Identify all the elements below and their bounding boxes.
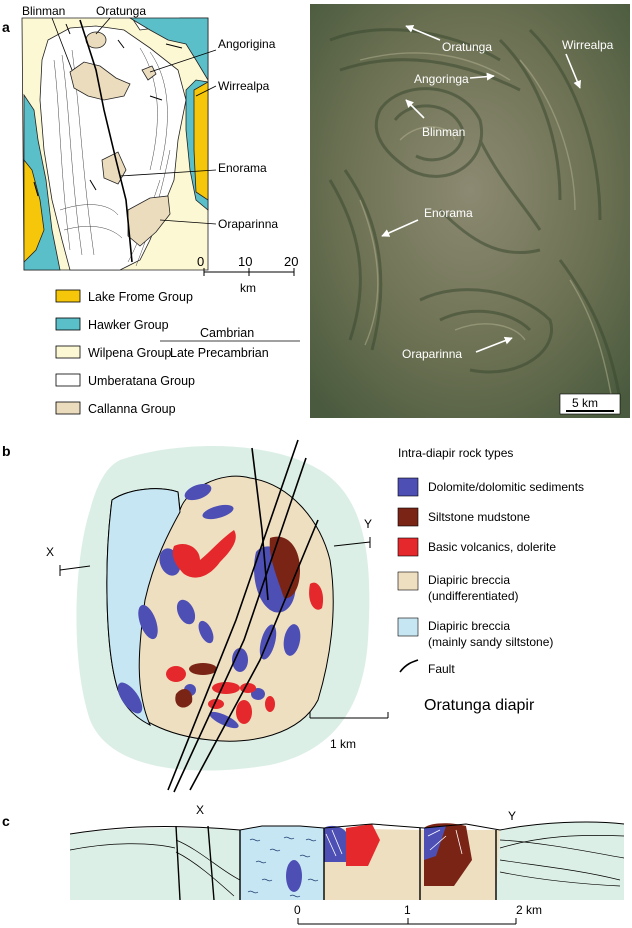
legend-callanna: Callanna Group — [88, 402, 176, 416]
swatch-siltstone — [397, 507, 419, 527]
legend-swatch-umberatana — [55, 373, 81, 387]
legend-breccia-sub: (undifferentiated) — [428, 589, 519, 603]
diapir-x-label: X — [46, 545, 54, 559]
map-a — [21, 17, 209, 271]
map-a-fault — [79, 19, 133, 263]
swatch-dolomite — [397, 477, 419, 497]
section-scalebar — [297, 918, 517, 925]
legend-hawker: Hawker Group — [88, 318, 169, 332]
map-a-legend — [55, 289, 300, 415]
place-angorigina: Angorigina — [218, 37, 276, 51]
hawker-area-ne — [128, 17, 209, 82]
photo-label-blinman: Blinman — [422, 125, 465, 139]
age-cambrian: Cambrian — [200, 326, 254, 340]
legend-swatch-wilpena — [55, 345, 81, 359]
age-late-precambrian: Late Precambrian — [170, 346, 269, 360]
section-faults — [175, 825, 497, 901]
legend-lake-frome: Lake Frome Group — [88, 290, 193, 304]
legend-wilpena: Wilpena Group — [88, 346, 171, 360]
section-scale-1: 1 — [404, 903, 411, 917]
panel-a-label: a — [2, 19, 10, 35]
section-x-label: X — [196, 803, 204, 817]
diapir-map — [59, 439, 371, 793]
section-dolomite-left — [324, 825, 346, 862]
diapir-scale-label: 1 km — [330, 737, 356, 751]
diapir-scalebar — [309, 712, 389, 719]
swatch-fault — [399, 659, 419, 673]
swatch-volcanics — [397, 537, 419, 557]
legend-fault: Fault — [428, 662, 455, 676]
swatch-breccia — [397, 571, 419, 591]
photo-label-angoringa: Angoringa — [414, 72, 469, 86]
map-a-ticks — [33, 23, 183, 197]
diapir-y-label: Y — [364, 517, 372, 531]
map-a-leaders — [51, 17, 217, 225]
legend-breccia: Diapiric breccia — [428, 573, 510, 587]
photo-highlights — [359, 52, 613, 401]
legend-volcanics: Basic volcanics, dolerite — [428, 540, 556, 554]
panel-b-label: b — [2, 443, 11, 459]
section-bedding — [69, 834, 625, 897]
place-oraparinna: Oraparinna — [218, 217, 278, 231]
legend-umberatana: Umberatana Group — [88, 374, 195, 388]
section-dolomite-right — [424, 826, 446, 860]
map-a-scale-20: 20 — [284, 254, 298, 269]
map-a-scale-unit: km — [240, 281, 256, 295]
lake-frome-area-w — [23, 158, 45, 263]
section-scale-2: 2 km — [516, 903, 542, 917]
legend-sandy-breccia: Diapiric breccia — [428, 619, 510, 633]
map-a-scalebar — [203, 268, 295, 276]
section-foliation — [325, 829, 463, 857]
photo-label-wirrealpa: Wirrealpa — [562, 38, 614, 52]
section-sandy-texture — [247, 836, 319, 898]
section-sandy — [240, 826, 324, 900]
map-a-scale-10: 10 — [238, 254, 252, 269]
section-surface — [69, 821, 625, 835]
diapir-title: Oratunga diapir — [424, 697, 535, 714]
section-dolomite-lens — [286, 860, 302, 892]
place-blinman: Blinman — [22, 4, 65, 18]
section-host-right — [496, 822, 624, 900]
callanna-angorigina — [141, 65, 157, 81]
place-oratunga: Oratunga — [96, 4, 146, 18]
section-volcanic — [346, 824, 380, 866]
map-a-scale-0: 0 — [197, 254, 204, 269]
place-enorama: Enorama — [218, 161, 267, 175]
section-scale-0: 0 — [294, 903, 301, 917]
swatch-sandy-breccia — [397, 617, 419, 637]
photo-scale-label: 5 km — [572, 396, 598, 410]
legend-siltstone: Siltstone mudstone — [428, 510, 530, 524]
photo-arrows — [381, 25, 581, 353]
cross-section — [69, 821, 625, 901]
photo-background — [310, 4, 630, 418]
photo-label-enorama: Enorama — [424, 206, 473, 220]
satellite-photo — [310, 4, 630, 418]
photo-scale-box — [559, 393, 621, 415]
volcanic-bodies — [166, 530, 324, 724]
legend-swatch-callanna — [55, 401, 81, 415]
callanna-blinman — [69, 61, 131, 101]
section-host-left — [70, 827, 240, 900]
section-y-label: Y — [508, 809, 516, 823]
diapir-legend-title: Intra-diapir rock types — [398, 446, 513, 460]
lake-frome-area-e — [193, 81, 209, 201]
photo-ridges — [328, 28, 622, 401]
legend-sandy-breccia-sub: (mainly sandy siltstone) — [428, 635, 553, 649]
photo-label-oratunga: Oratunga — [442, 40, 492, 54]
photo-label-oraparinna: Oraparinna — [402, 347, 462, 361]
diapir-faults — [167, 439, 319, 793]
panel-c-label: c — [2, 813, 10, 829]
diapir-legend — [397, 477, 419, 673]
legend-swatch-lake-frome — [55, 289, 81, 303]
legend-dolomite: Dolomite/dolomitic sediments — [428, 480, 584, 494]
place-wirrealpa: Wirrealpa — [218, 79, 270, 93]
legend-swatch-hawker — [55, 317, 81, 331]
